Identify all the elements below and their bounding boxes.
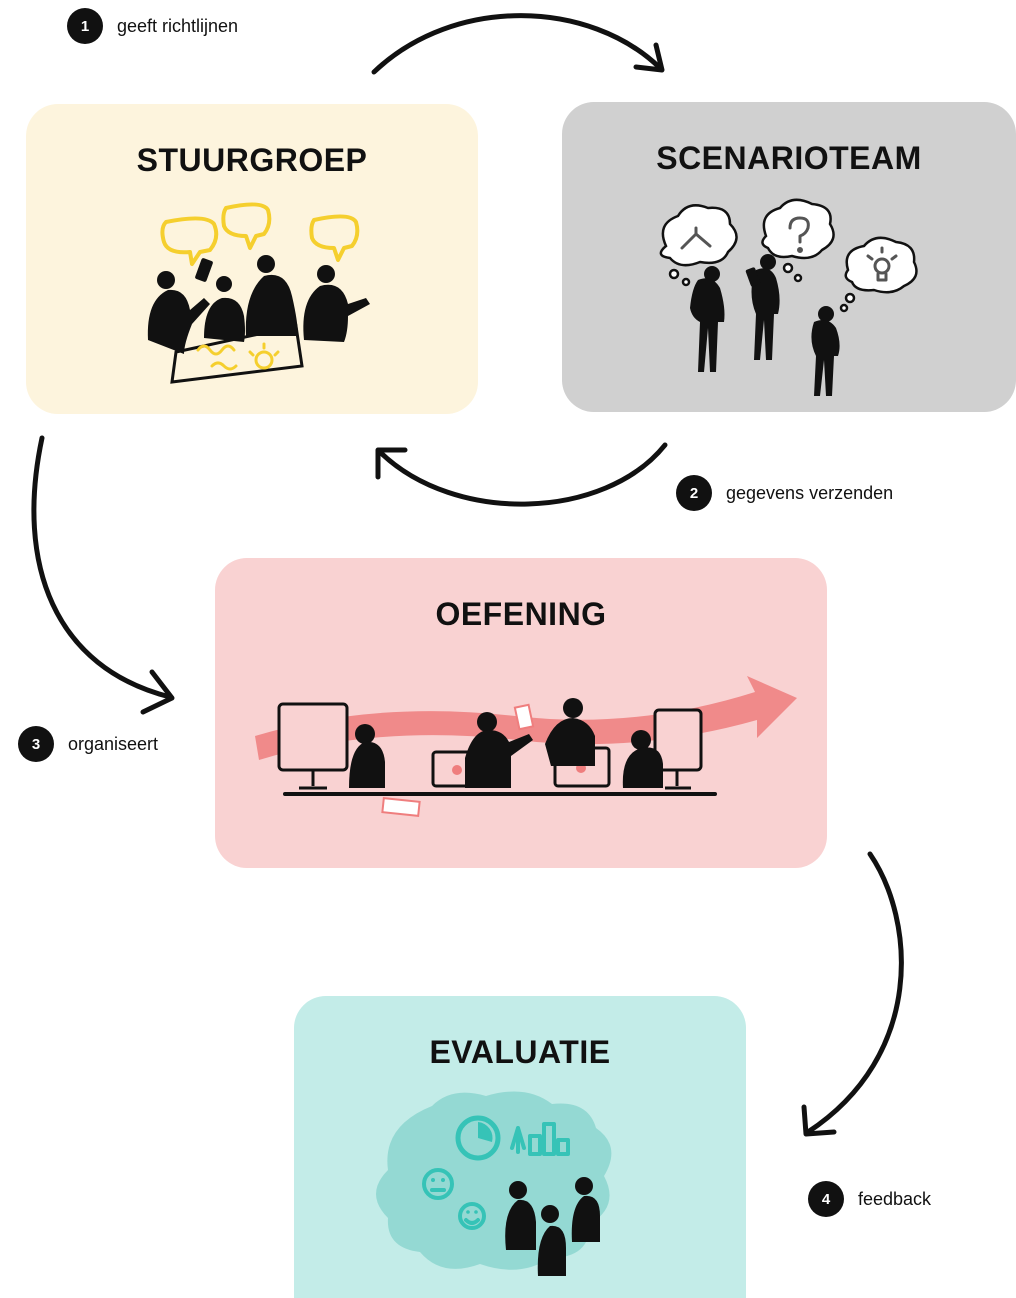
evaluation-illustration xyxy=(376,1091,612,1276)
oefening-title: OEFENING xyxy=(435,596,607,632)
step-4-number-badge: 4 xyxy=(808,1181,844,1217)
arrow-stuurgroep-to-scenarioteam xyxy=(371,13,665,75)
arrow-scenarioteam-to-stuurgroep xyxy=(375,442,668,507)
team-members-icon xyxy=(349,698,663,788)
step-2-label-group: 2 gegevens verzenden xyxy=(676,475,893,511)
stuurgroep-box: STUURGROEP xyxy=(26,104,478,414)
step-3-label: organiseert xyxy=(68,733,159,754)
monitor-left-icon xyxy=(277,702,349,772)
pie-chart-icon xyxy=(455,1115,501,1161)
smiley-icons xyxy=(422,1168,486,1230)
step-4-label: feedback xyxy=(858,1188,932,1209)
arrow-oefening-to-evaluatie xyxy=(801,851,904,1137)
arrow-stuurgroep-to-oefening xyxy=(31,435,175,715)
step-2-number-badge: 2 xyxy=(676,475,712,511)
speech-bubbles-icon xyxy=(160,202,360,266)
stuurgroep-title: STUURGROEP xyxy=(136,142,368,178)
oefening-box: OEFENING xyxy=(215,558,827,868)
step-4-label-group: 4 feedback xyxy=(808,1181,931,1217)
step-3-label-group: 3 organiseert xyxy=(18,726,158,762)
step-1-number-badge: 1 xyxy=(67,8,103,44)
evaluatie-title: EVALUATIE xyxy=(429,1034,611,1070)
step-1-label: geeft richtlijnen xyxy=(117,15,239,36)
bar-chart-icon xyxy=(510,1122,570,1156)
step-1-label-group: 1 geeft richtlijnen xyxy=(67,8,238,44)
meeting-illustration xyxy=(147,202,370,384)
scenarioteam-box: SCENARIOTEAM xyxy=(562,102,1016,412)
evaluatie-box: EVALUATIE xyxy=(294,996,746,1298)
three-people-icon xyxy=(690,254,840,396)
exercise-illustration xyxy=(255,676,797,817)
thinking-people-illustration xyxy=(659,198,918,396)
group-people-icon xyxy=(505,1177,600,1276)
step-3-number-badge: 3 xyxy=(18,726,54,762)
scenarioteam-title: SCENARIOTEAM xyxy=(656,140,922,176)
step-2-label: gegevens verzenden xyxy=(726,482,894,503)
evaluation-cloud xyxy=(376,1091,612,1270)
paper-note-icon xyxy=(381,797,421,817)
people-at-table-icon xyxy=(147,255,370,384)
